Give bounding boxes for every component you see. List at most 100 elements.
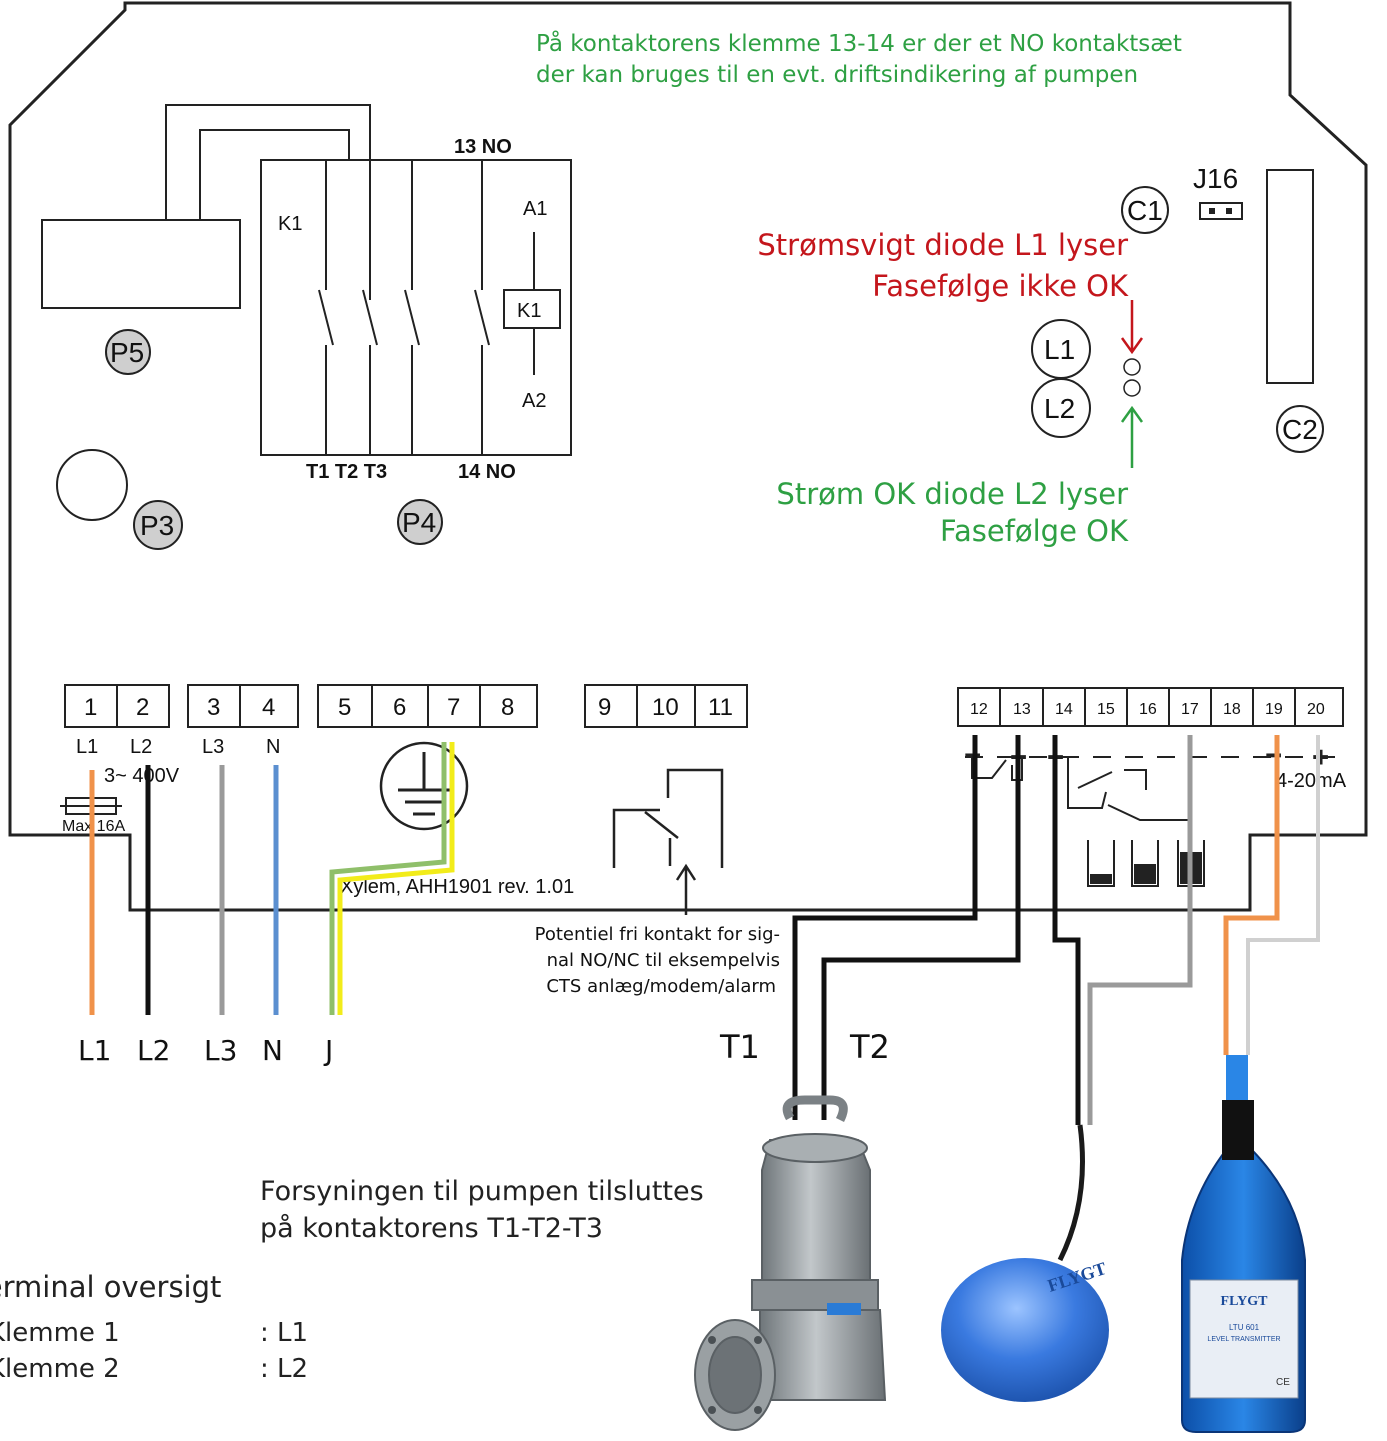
terminal-block-earth: 5 6 7 8 [317, 684, 538, 728]
wire-label-n: N [262, 1034, 283, 1067]
level-transmitter-illustration: FLYGT LTU 601 LEVEL TRANSMITTER CE [1181, 1100, 1306, 1433]
svg-text:5: 5 [338, 694, 351, 721]
c2-box [1266, 169, 1314, 384]
red-arrow [1120, 300, 1144, 355]
svg-text:18: 18 [1223, 701, 1241, 718]
p5-box [41, 219, 241, 309]
terminal-block-signal: 12 13 14 15 16 17 18 19 20 [957, 687, 1344, 727]
svg-text:C1: C1 [1127, 195, 1163, 226]
wire-j-yellow [337, 742, 455, 1015]
terminal-label-l1: L1 [76, 736, 98, 758]
svg-text:FLYGT: FLYGT [1221, 1294, 1269, 1309]
p5-circle: P5 [105, 329, 151, 375]
svg-text:4: 4 [262, 694, 275, 721]
wire-label-j: J [323, 1034, 333, 1067]
contactor-t-labels: T1 T2 T3 [306, 461, 387, 483]
svg-text:19: 19 [1265, 701, 1283, 718]
transmitter-cable-stub [1226, 1055, 1248, 1105]
terminal-block-power: 1 2 3 4 [64, 684, 299, 728]
svg-text:LEVEL TRANSMITTER: LEVEL TRANSMITTER [1207, 1336, 1280, 1343]
terminal-overview-row: Klemme 1 : L1 [0, 1318, 308, 1348]
contact-14no-label: 14 NO [458, 461, 516, 483]
coil-k1-label: K1 [517, 300, 541, 322]
svg-text:L1: L1 [1044, 334, 1075, 365]
level-indicator-2 [1134, 864, 1156, 884]
led-l2 [1123, 379, 1141, 397]
terminal-row-name: Klemme 1 [0, 1318, 120, 1348]
voltage-label: 3~ 400V [104, 765, 180, 787]
float-switch-illustration: FLYGT [941, 1124, 1109, 1402]
svg-text:12: 12 [970, 701, 988, 718]
svg-text:P5: P5 [110, 337, 144, 368]
wire-label-l3: L3 [204, 1034, 237, 1067]
svg-text:3: 3 [207, 694, 220, 721]
relay-contact-symbol [612, 768, 724, 868]
terminal-block-relay: 9 10 11 [584, 684, 748, 728]
svg-text:+: + [1313, 742, 1328, 772]
svg-text:CE: CE [1276, 1377, 1290, 1388]
wire-label-l2: L2 [137, 1034, 170, 1067]
wire-j-green [329, 742, 447, 1015]
relay-arrow [675, 863, 697, 915]
wire-label-t2: T2 [849, 1028, 890, 1066]
svg-text:13: 13 [1013, 701, 1031, 718]
svg-text:16: 16 [1139, 701, 1157, 718]
wire-float-grey [1087, 735, 1193, 1125]
svg-text:17: 17 [1181, 701, 1199, 718]
enclosure-outline [8, 1, 1368, 912]
svg-text:L2: L2 [1044, 393, 1075, 424]
note-phase-ok: Fasefølge OK [940, 514, 1129, 548]
wire-label-t1: T1 [719, 1028, 760, 1066]
c1-circle: C1 [1121, 186, 1169, 234]
svg-text:7: 7 [447, 694, 460, 721]
p3-circle: P3 [133, 500, 183, 550]
contactor-k1-label: K1 [278, 213, 302, 235]
svg-text:14: 14 [1055, 701, 1073, 718]
terminal-row-value: : L2 [260, 1354, 309, 1384]
terminal-row-name: Klemme 2 [0, 1354, 120, 1384]
contact-13no-label: 13 NO [454, 136, 512, 158]
svg-text:6: 6 [393, 694, 406, 721]
terminal-overview-title: Terminal oversigt [0, 1270, 222, 1304]
svg-text:P3: P3 [140, 510, 174, 541]
wire-t2 [821, 735, 1021, 1120]
j16-jumper [1199, 202, 1243, 220]
terminal-label-n: N [266, 736, 280, 758]
note-relay-2: nal NO/NC til eksempelvis [547, 950, 780, 971]
wire-label-l1: L1 [78, 1034, 111, 1067]
note-drift-indication: der kan bruges til en evt. driftsindiker… [536, 62, 1138, 88]
p4-circle: P4 [397, 499, 443, 545]
note-phase-not-ok: Fasefølge ikke OK [872, 269, 1129, 303]
terminal-overview-row: Klemme 2 : L2 [0, 1354, 308, 1384]
note-power-failure: Strømsvigt diode L1 lyser [757, 228, 1128, 262]
coil-a2-label: A2 [522, 390, 546, 412]
wire-transmitter-orange [1223, 735, 1280, 1055]
note-relay-3: CTS anlæg/modem/alarm [546, 976, 776, 997]
contactor-k1 [260, 159, 572, 456]
j16-label: J16 [1193, 163, 1238, 194]
wire-transmitter-grey [1246, 735, 1320, 1055]
svg-text:LTU 601: LTU 601 [1229, 1323, 1260, 1332]
svg-text:9: 9 [598, 694, 611, 721]
led-l1 [1123, 358, 1141, 376]
svg-text:15: 15 [1097, 701, 1115, 718]
level-indicator-1 [1090, 874, 1112, 884]
l2-circle: L2 [1031, 378, 1091, 438]
terminal-label-l3: L3 [202, 736, 224, 758]
p5-wires [165, 104, 371, 300]
terminal-row-value: : L1 [260, 1318, 309, 1348]
l1-circle: L1 [1031, 319, 1091, 379]
coil-a1-label: A1 [523, 198, 547, 220]
p3-round-part [56, 449, 128, 521]
wire-t1 [792, 735, 978, 1120]
pump-illustration [694, 1095, 887, 1431]
svg-text:2: 2 [136, 694, 149, 721]
svg-text:20: 20 [1307, 701, 1325, 718]
svg-text:10: 10 [652, 694, 679, 721]
note-pump-1: Forsyningen til pumpen tilsluttes [260, 1176, 704, 1207]
svg-text:1: 1 [84, 694, 97, 721]
note-relay-1: Potentiel fri kontakt for sig- [535, 924, 780, 945]
wire-float-black [1052, 735, 1081, 1125]
svg-text:P4: P4 [402, 507, 436, 538]
svg-text:C2: C2 [1282, 414, 1318, 445]
